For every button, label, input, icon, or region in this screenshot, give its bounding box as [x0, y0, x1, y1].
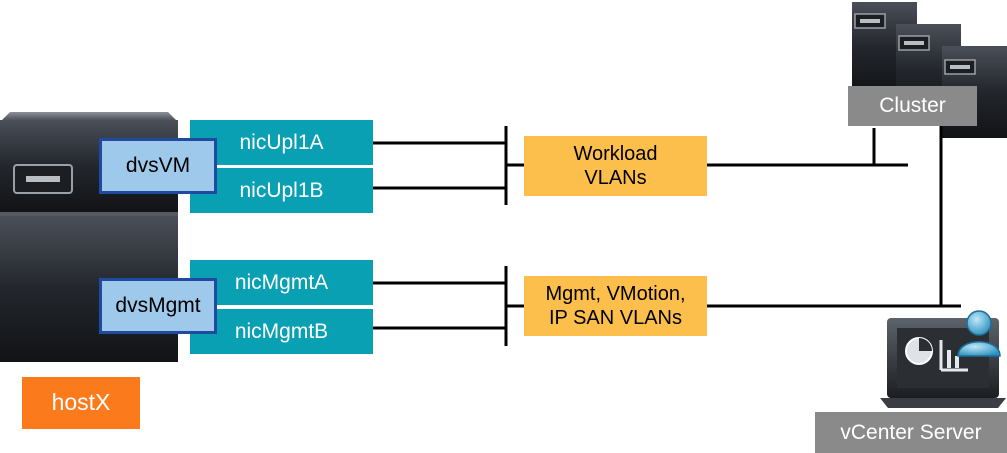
- mgmt-vlans-box: Mgmt, VMotion, IP SAN VLANs: [524, 276, 707, 336]
- mgmt-vlans-line2: IP SAN VLANs: [548, 307, 683, 329]
- cluster-label: Cluster: [848, 86, 977, 126]
- dvs-vm-switch: dvsVM: [99, 138, 217, 194]
- nic-mgmta: nicMgmtA: [190, 260, 373, 305]
- workload-vlans-line2: VLANs: [584, 167, 647, 189]
- vcenter-server-label: vCenter Server: [815, 412, 1007, 453]
- workload-vlans-line1: Workload: [573, 143, 658, 165]
- workload-vlans-box: Workload VLANs: [524, 136, 707, 196]
- dvs-mgmt-switch: dvsMgmt: [99, 278, 217, 334]
- nic-upl1b: nicUpl1B: [190, 168, 373, 213]
- mgmt-vlans-line1: Mgmt, VMotion,: [545, 283, 686, 305]
- host-label: hostX: [22, 377, 140, 429]
- user-icon: [957, 310, 1001, 357]
- connections: [373, 126, 961, 346]
- nic-upl1a: nicUpl1A: [190, 120, 373, 165]
- monitor-icon: [880, 318, 1006, 408]
- nic-mgmtb: nicMgmtB: [190, 309, 373, 354]
